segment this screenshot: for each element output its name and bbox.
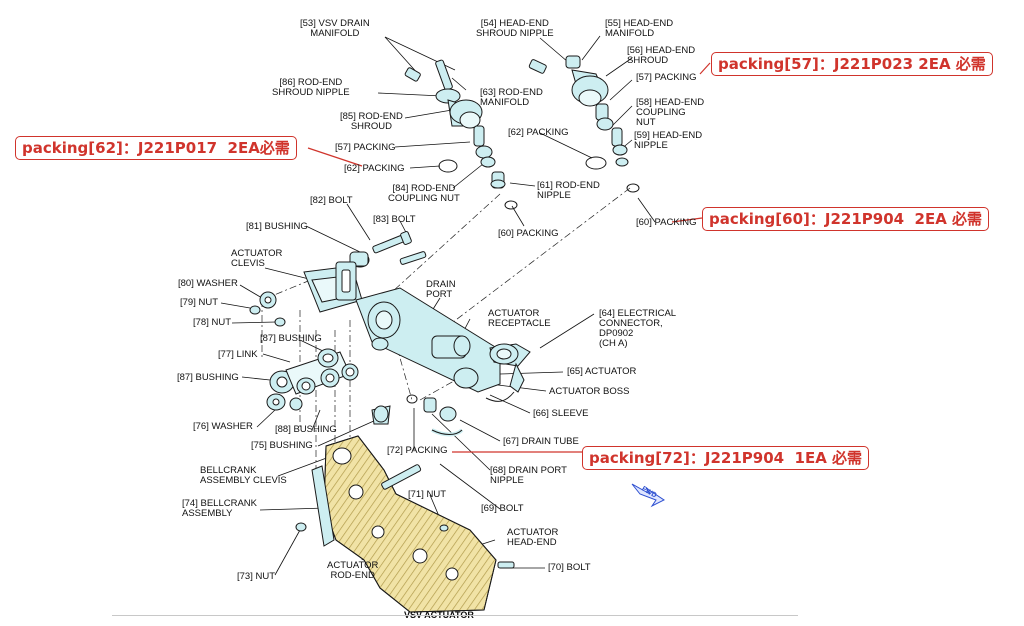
label-nut-73: [73] NUT: [237, 571, 276, 582]
page-divider: [112, 615, 798, 616]
label-link-77: [77] LINK: [218, 349, 258, 360]
label-vsv-drain-manifold: [53] VSV DRAIN MANIFOLD: [300, 18, 370, 39]
label-rod-end-shroud-nipple: [86] ROD-END SHROUD NIPPLE: [272, 77, 350, 98]
bolts-bushings: [249, 231, 427, 327]
label-bushing-81: [81] BUSHING: [246, 221, 308, 232]
label-nut-79: [79] NUT: [180, 297, 219, 308]
label-bellcrank-assembly-74: [74] BELLCRANK ASSEMBLY: [182, 498, 257, 519]
label-bolt-69: [69] BOLT: [481, 503, 524, 514]
label-rod-end-shroud: [85] ROD-END SHROUD: [340, 111, 403, 132]
label-head-end-shroud-nipple: [54] HEAD-END SHROUD NIPPLE: [476, 18, 554, 39]
link-bushings: [266, 348, 391, 425]
label-rod-end-manifold: [63] ROD-END MANIFOLD: [480, 87, 543, 108]
label-head-end-nipple: [59] HEAD-END NIPPLE: [634, 130, 703, 151]
label-nut-71: [71] NUT: [408, 489, 447, 500]
label-washer-76: [76] WASHER: [193, 421, 253, 432]
label-nut-78: [78] NUT: [193, 317, 232, 328]
actuator-body: [355, 287, 531, 402]
label-actuator-clevis: ACTUATOR CLEVIS: [231, 248, 283, 269]
label-drain-port: DRAIN PORT: [426, 279, 456, 300]
leader-lines: [220, 35, 656, 576]
label-packing-62-left: [62] PACKING: [344, 163, 405, 174]
label-head-end-coupling-nut: [58] HEAD-END COUPLING NUT: [636, 97, 705, 128]
label-rod-end-nipple: [61] ROD-END NIPPLE: [537, 180, 600, 201]
label-drain-port-nipple-68: [68] DRAIN PORT NIPPLE: [490, 465, 567, 486]
callout-packing-72: packing[72]：J221P904 1EA 必需: [582, 446, 870, 470]
bellcrank-assembly: [295, 435, 515, 613]
callout-packing-62: packing[62]：J221P017 2EA必需: [15, 136, 297, 160]
label-bolt-82: [82] BOLT: [310, 195, 353, 206]
label-bellcrank-assembly-clevis: BELLCRANK ASSEMBLY CLEVIS: [200, 465, 287, 486]
head-end-fitting-stack: [528, 55, 640, 193]
label-actuator-rod-end: ACTUATOR ROD-END: [327, 560, 379, 581]
fwd-arrow-shape: [631, 483, 665, 508]
label-actuator-65: [65] ACTUATOR: [567, 366, 637, 377]
label-head-end-shroud: [56] HEAD-END SHROUD: [627, 45, 696, 66]
label-actuator-boss: ACTUATOR BOSS: [549, 386, 630, 397]
label-bushing-87-upper: [87] BUSHING: [260, 333, 322, 344]
label-sleeve-66: [66] SLEEVE: [533, 408, 589, 419]
callout-pointers: [307, 62, 711, 453]
label-packing-62-right: [62] PACKING: [508, 127, 569, 138]
label-washer-80: [80] WASHER: [178, 278, 238, 289]
label-rod-end-coupling-nut: [84] ROD-END COUPLING NUT: [388, 183, 460, 204]
label-packing-57-right: [57] PACKING: [636, 72, 697, 83]
label-bushing-88: [88] BUSHING: [275, 424, 337, 435]
label-electrical-connector: [64] ELECTRICAL CONNECTOR, DP0902 (CH A): [599, 308, 677, 349]
actuator-clevis: [303, 261, 363, 313]
label-packing-57-left: [57] PACKING: [335, 142, 396, 153]
rod-end-fitting-stack: [404, 59, 518, 210]
label-bolt-83: [83] BOLT: [373, 214, 416, 225]
callout-packing-57: packing[57]：J221P023 2EA 必需: [711, 52, 993, 76]
drain-port-parts: [406, 394, 464, 437]
label-bushing-87-lower: [87] BUSHING: [177, 372, 239, 383]
label-head-end-manifold: [55] HEAD-END MANIFOLD: [605, 18, 674, 39]
label-bolt-70: [70] BOLT: [548, 562, 591, 573]
callout-packing-60: packing[60]：J221P904 2EA 必需: [702, 207, 990, 231]
label-packing-60-right: [60] PACKING: [636, 217, 697, 228]
label-bushing-75: [75] BUSHING: [251, 440, 313, 451]
label-packing-72: [72] PACKING: [387, 445, 448, 456]
label-actuator-receptacle: ACTUATOR RECEPTACLE: [488, 308, 551, 329]
label-packing-60-left: [60] PACKING: [498, 228, 559, 239]
label-drain-tube-67: [67] DRAIN TUBE: [503, 436, 579, 447]
label-actuator-head-end: ACTUATOR HEAD-END: [507, 527, 559, 548]
